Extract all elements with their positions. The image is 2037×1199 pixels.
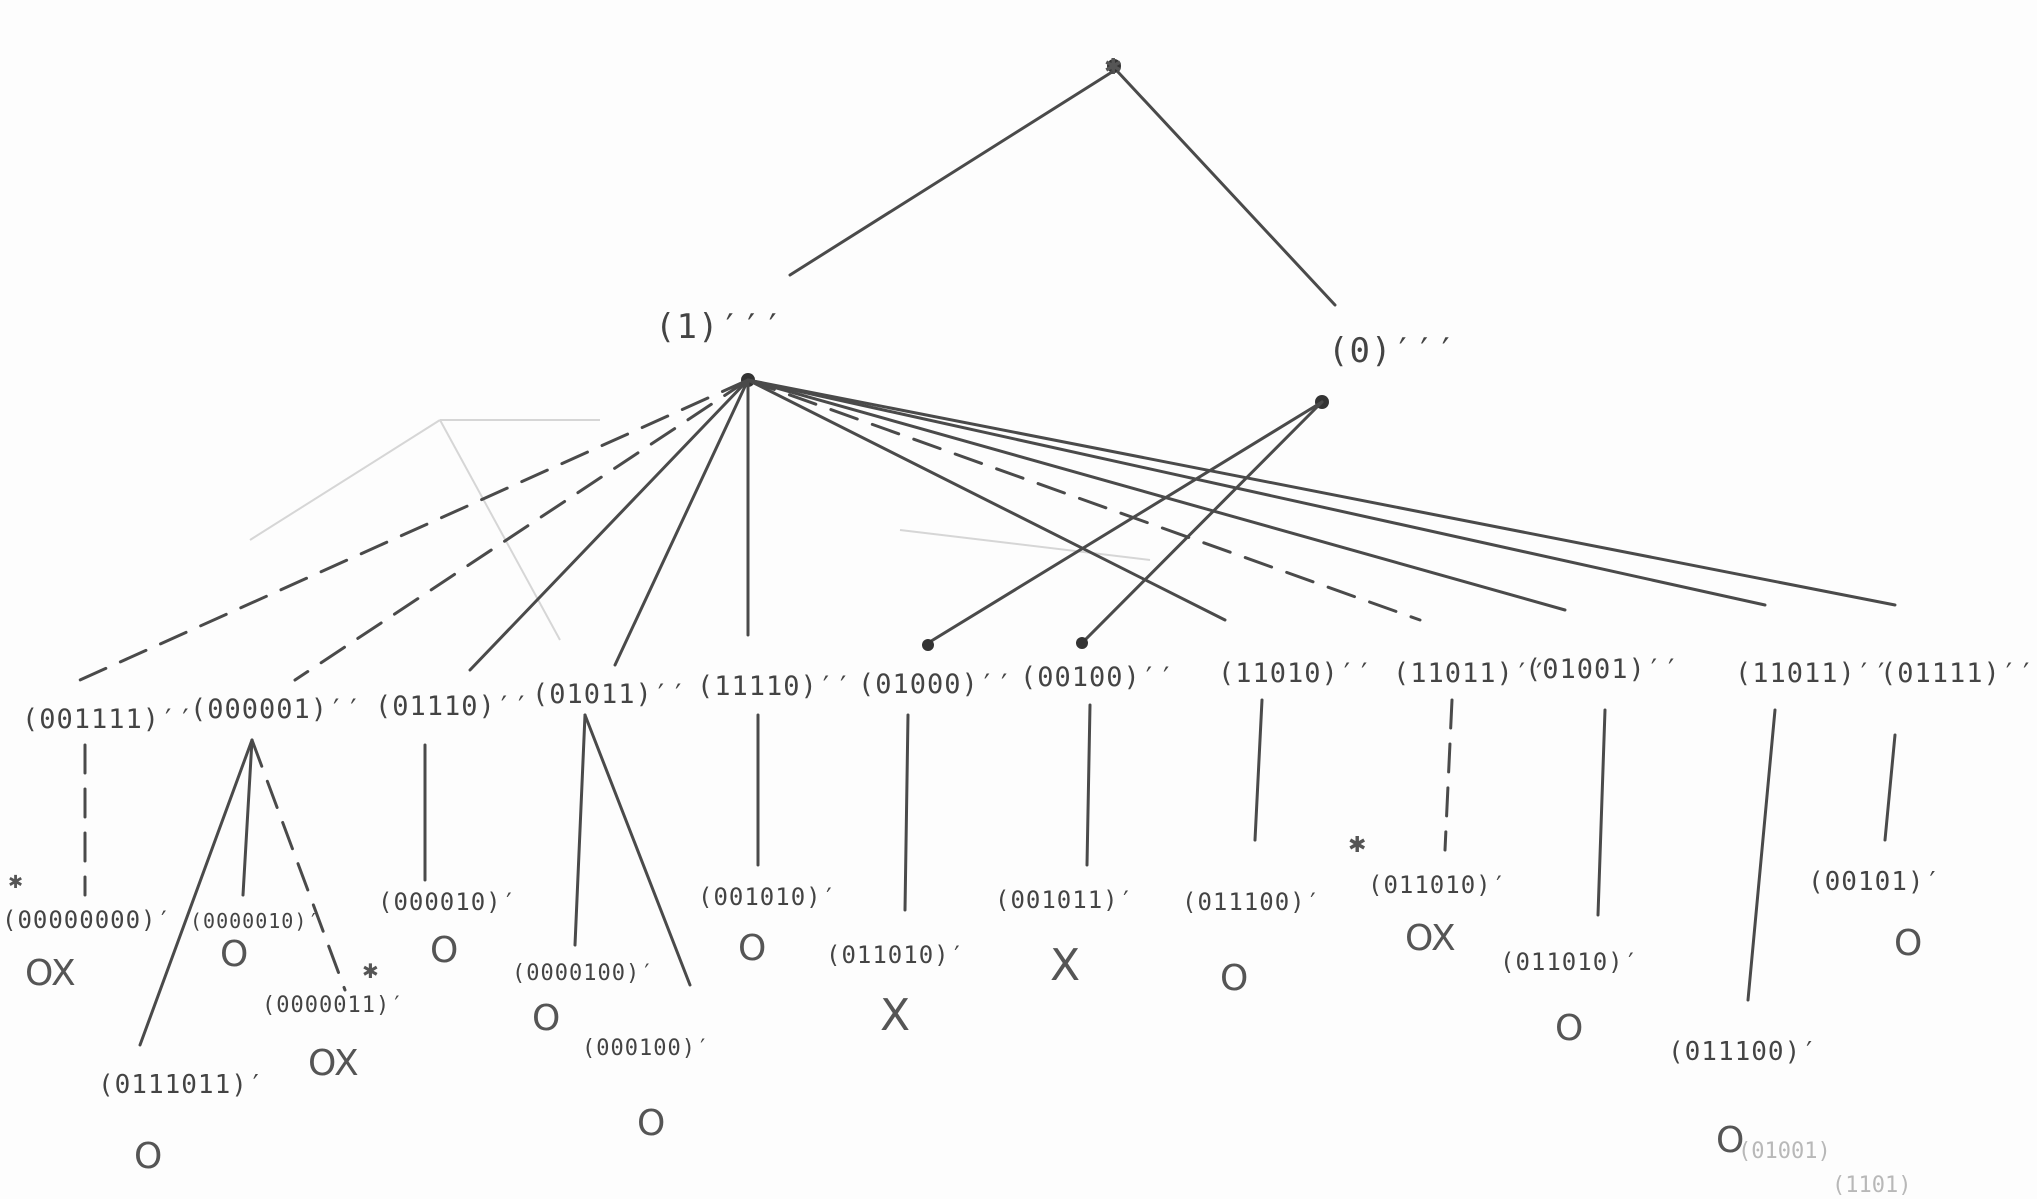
leaf-6-label: (000100)′: [582, 1036, 710, 1061]
leaf-11-label: (011010)′: [1368, 871, 1507, 899]
node-n0-label: (0)′′′: [1328, 331, 1457, 371]
leaf-8-label: (011010)′: [826, 941, 965, 969]
leaf-0-star: ✱: [8, 872, 23, 893]
node-f-label: (01000)′′: [858, 669, 1013, 700]
edges-n0-level2: [922, 400, 1324, 651]
node-h-label: (11010)′′: [1218, 658, 1373, 689]
node-k-label: (11011)′′: [1735, 658, 1890, 689]
leaf-9-result: X: [1050, 940, 1080, 991]
leaf-5-label: (0000100)′: [512, 961, 654, 986]
leaf-1-result: O: [220, 934, 248, 975]
leaf-14-label: (00101)′: [1808, 867, 1941, 897]
node-n1-label: (1)′′′: [655, 307, 784, 347]
faint-note-1: (01001): [1738, 1139, 1831, 1164]
leaf-2-label: (0111011)′: [98, 1070, 265, 1100]
node-c-label: (01110)′′: [375, 691, 530, 722]
leaf-4-label: (000010)′: [378, 888, 517, 916]
edge-root-n1: [788, 70, 1114, 277]
node-a-label: (001111)′′: [22, 704, 195, 735]
leaf-0-label: (00000000)′: [2, 906, 172, 934]
leaf-7-label: (001010)′: [698, 883, 837, 911]
leaf-nodes: ✱ (00000000)′ OX (0000010)′ O (0111011)′…: [2, 833, 1941, 1177]
node-i-label: (11011)′′: [1393, 658, 1548, 689]
edges-level2-leaves: [83, 698, 1897, 1047]
node-d-label: (01011)′′: [532, 679, 687, 710]
leaf-5-result: O: [532, 998, 560, 1039]
leaf-1-label: (0000010)′: [190, 909, 320, 933]
leaf-9-label: (001011)′: [995, 886, 1134, 914]
node-b-label: (000001)′′: [190, 694, 363, 725]
edge-root-n0: [1116, 70, 1337, 307]
leaf-4-result: O: [430, 930, 458, 971]
node-j-label: (01001)′′: [1525, 654, 1680, 685]
leaf-13-label: (011100)′: [1668, 1037, 1818, 1067]
leaf-14-result: O: [1894, 923, 1922, 964]
node-e-label: (11110)′′: [697, 671, 852, 702]
node-l-label: (01111)′′: [1880, 658, 2035, 689]
level2-labels: (001111)′′ (000001)′′ (01110)′′ (01011)′…: [22, 654, 2035, 735]
leaf-12-result: O: [1555, 1008, 1583, 1049]
leaf-10-result: O: [1220, 958, 1248, 999]
leaf-2-result: O: [134, 1136, 162, 1177]
leaf-7-result: O: [738, 928, 766, 969]
leaf-12-label: (011010)′: [1500, 948, 1639, 976]
edges-n1-level2: [78, 378, 1897, 682]
leaf-13-result: O: [1716, 1120, 1744, 1161]
leaf-11-star: ✱: [1348, 833, 1366, 858]
faint-note-2: (1101): [1832, 1173, 1911, 1198]
ghost-lines: [249, 419, 1151, 641]
leaf-10-label: (011100)′: [1182, 888, 1321, 916]
leaf-11-result: OX: [1405, 918, 1456, 959]
leaf-6-result: O: [637, 1103, 665, 1144]
leaf-3-star: ✱: [362, 959, 379, 983]
node-g-label: (00100)′′: [1020, 662, 1175, 693]
leaf-3-label: (0000011)′: [262, 993, 404, 1018]
leaf-8-result: X: [880, 990, 910, 1041]
leaf-0-result: OX: [25, 953, 76, 994]
leaf-3-result: OX: [308, 1043, 359, 1084]
